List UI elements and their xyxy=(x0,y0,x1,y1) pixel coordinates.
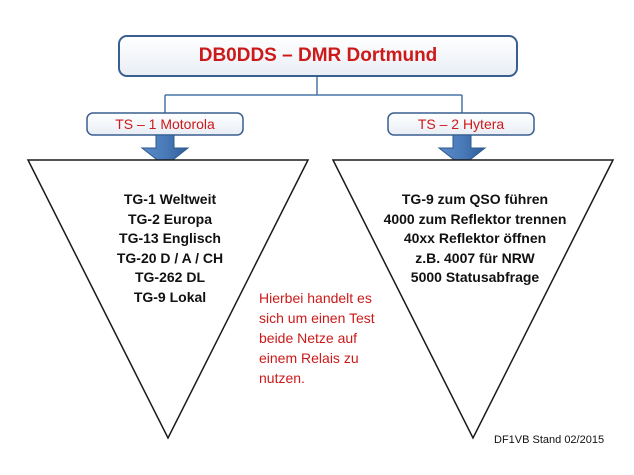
list-item: TG-2 Europa xyxy=(127,210,212,227)
list-item: 40xx Reflektor öffnen xyxy=(403,230,547,246)
footer-credit: DF1VB Stand 02/2015 xyxy=(494,434,605,446)
talkgroup-list-left: TG-1 Weltweit TG-2 Europa TG-13 Englisch… xyxy=(80,190,260,307)
triangle-left xyxy=(26,159,310,440)
test-note: Hierbei handelt es sich um einen Test be… xyxy=(259,290,375,386)
list-item: TG-9 Lokal xyxy=(133,288,207,305)
list-item: TG-262 DL xyxy=(134,269,205,285)
branch-left-label: TS – 1 Motorola xyxy=(115,116,215,132)
title-box xyxy=(118,35,518,77)
list-item: TG-13 Englisch xyxy=(119,230,221,246)
talkgroup-list-right: TG-9 zum QSO führen 4000 zum Reflektor t… xyxy=(360,190,590,288)
list-item: TG-1 Weltweit xyxy=(123,191,217,207)
list-item: z.B. 4007 für NRW xyxy=(415,249,535,266)
down-arrow-right-icon xyxy=(437,134,487,167)
connector-lines xyxy=(164,76,463,113)
branch-right-label: TS – 2 Hytera xyxy=(417,116,505,132)
down-arrow-left-icon xyxy=(140,134,190,167)
list-item: 5000 Statusabfrage xyxy=(410,269,540,285)
list-item: TG-20 D / A / CH xyxy=(116,249,224,266)
diagram-title: DB0DDS – DMR Dortmund xyxy=(198,45,438,66)
list-item: 4000 zum Reflektor trennen xyxy=(383,210,567,227)
triangle-right xyxy=(331,159,615,440)
list-item: TG-9 zum QSO führen xyxy=(401,191,549,207)
